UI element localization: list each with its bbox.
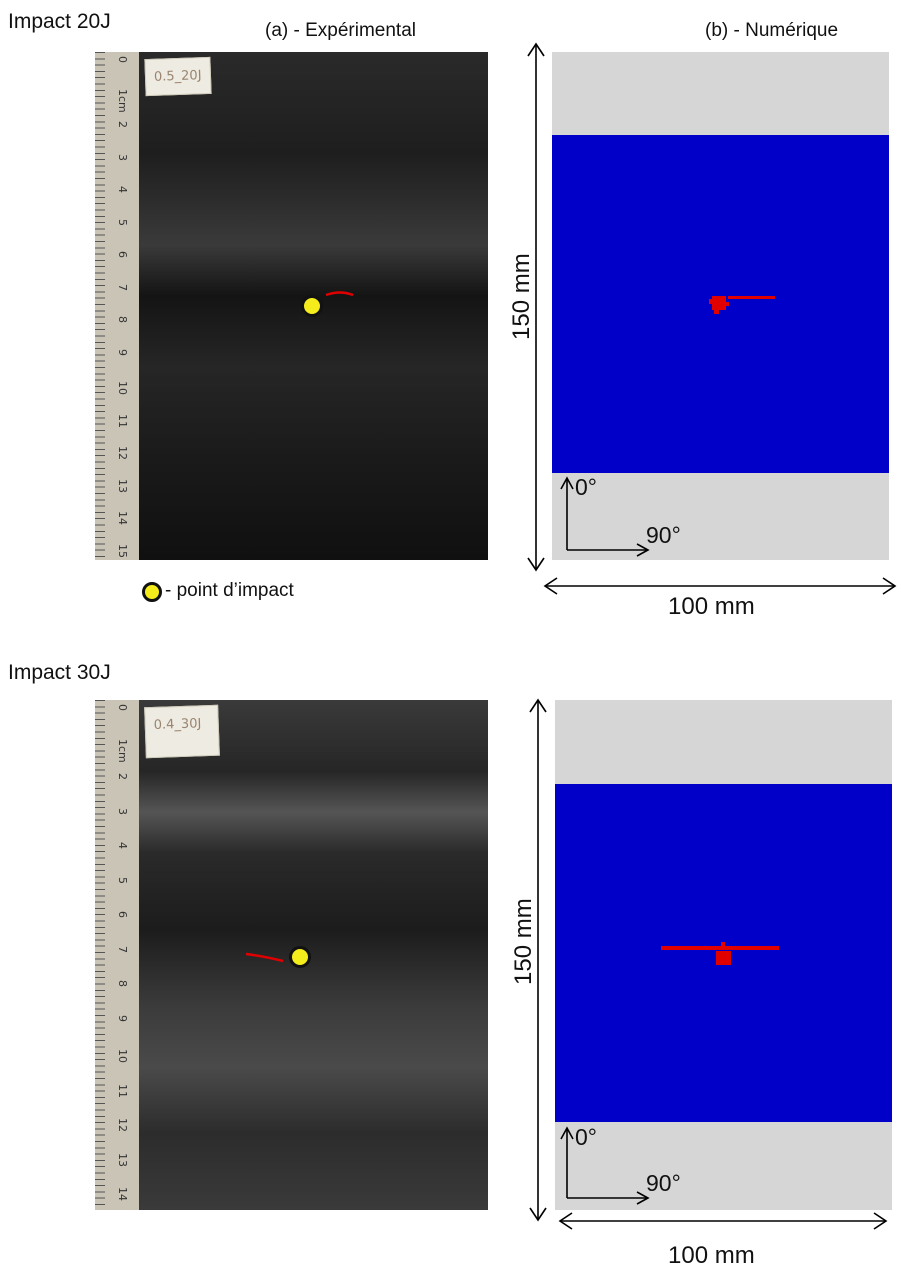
composite-plate bbox=[139, 700, 488, 1210]
height-dimension-label: 150 mm bbox=[508, 253, 535, 340]
numerical-model-20j bbox=[552, 52, 889, 560]
numerical-damage bbox=[709, 296, 775, 314]
width-dimension-label: 100 mm bbox=[668, 593, 755, 620]
numerical-model-30j bbox=[555, 700, 892, 1210]
damage-trace bbox=[245, 952, 284, 963]
damage-trace bbox=[325, 291, 354, 297]
angle-0-label: 0° bbox=[575, 474, 597, 500]
legend-impact-point-icon bbox=[142, 582, 162, 602]
panel-label-experimental: (a) - Expérimental bbox=[265, 20, 416, 41]
angle-90-label: 90° bbox=[646, 522, 681, 548]
numerical-damage bbox=[661, 942, 779, 965]
impact-point-marker bbox=[289, 946, 311, 968]
angle-0-label: 0° bbox=[575, 1124, 597, 1150]
section-title-30j: Impact 30J bbox=[8, 661, 111, 684]
legend-impact-point-text: - point d’impact bbox=[165, 580, 294, 601]
width-dimension-label: 100 mm bbox=[668, 1242, 755, 1269]
panel-label-numerical: (b) - Numérique bbox=[705, 20, 839, 41]
section-title-20j: Impact 20J bbox=[8, 10, 111, 33]
angle-90-label: 90° bbox=[646, 1170, 681, 1196]
height-dimension-label: 150 mm bbox=[510, 898, 537, 985]
impact-point-marker bbox=[301, 295, 323, 317]
